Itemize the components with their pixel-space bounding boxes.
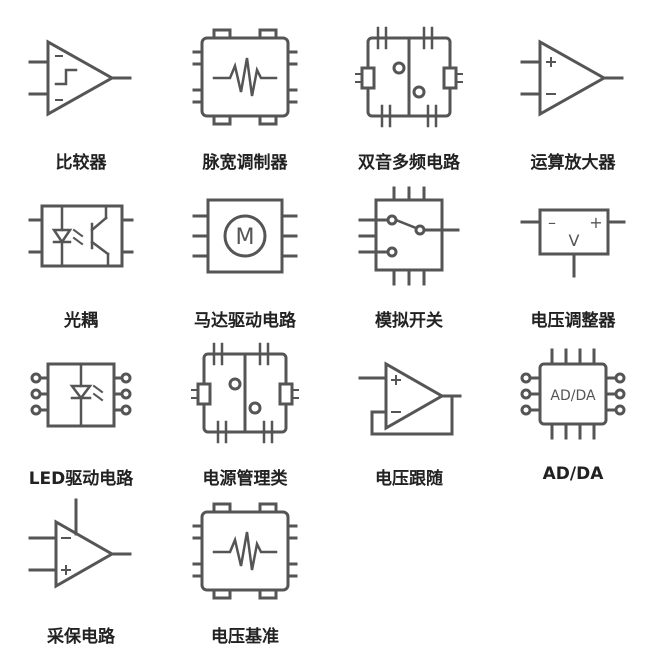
dtmf-icon bbox=[355, 26, 463, 128]
category-label: 电源管理类 bbox=[202, 469, 288, 489]
category-label: 采保电路 bbox=[47, 627, 115, 647]
regulator-minus: – bbox=[548, 213, 556, 232]
voltage-follower-icon bbox=[358, 361, 462, 436]
motor-driver-icon: M bbox=[192, 198, 298, 274]
category-motor-driver[interactable]: M 马达驱动电路 bbox=[170, 158, 320, 331]
category-pwm[interactable]: 脉宽调制器 bbox=[170, 0, 320, 173]
category-label: 光耦 bbox=[64, 311, 98, 331]
category-label: 电压调整器 bbox=[530, 311, 616, 331]
category-op-amp[interactable]: 运算放大器 bbox=[498, 0, 648, 173]
analog-switch-icon bbox=[358, 186, 460, 286]
voltage-regulator-icon: – V + bbox=[520, 208, 626, 278]
category-label: 马达驱动电路 bbox=[194, 311, 296, 331]
regulator-v: V bbox=[569, 231, 580, 250]
category-ad-da[interactable]: AD/DA AD/DA bbox=[498, 316, 648, 484]
category-label: 模拟开关 bbox=[375, 311, 443, 331]
comparator-icon bbox=[28, 39, 132, 117]
category-label: AD/DA bbox=[542, 464, 604, 484]
category-voltage-regulator[interactable]: – V + 电压调整器 bbox=[498, 158, 648, 331]
category-label: 运算放大器 bbox=[530, 153, 616, 173]
category-label: 电压基准 bbox=[211, 627, 279, 647]
regulator-plus: + bbox=[589, 213, 602, 232]
category-label: 双音多频电路 bbox=[358, 153, 460, 173]
power-management-icon bbox=[191, 342, 299, 444]
pwm-icon bbox=[192, 28, 298, 126]
optocoupler-icon bbox=[28, 204, 134, 268]
category-label: 脉宽调制器 bbox=[202, 153, 288, 173]
category-voltage-reference[interactable]: 电压基准 bbox=[170, 474, 320, 647]
led-driver-icon bbox=[30, 362, 132, 428]
category-label: LED驱动电路 bbox=[28, 469, 134, 489]
category-dtmf[interactable]: 双音多频电路 bbox=[334, 0, 484, 173]
motor-glyph: M bbox=[236, 225, 255, 250]
category-label: 电压跟随 bbox=[375, 469, 443, 489]
voltage-reference-icon bbox=[192, 502, 298, 600]
category-power-management[interactable]: 电源管理类 bbox=[170, 316, 320, 489]
ad-da-chip-text: AD/DA bbox=[550, 388, 596, 404]
category-sample-hold[interactable]: 采保电路 bbox=[6, 474, 156, 647]
ad-da-icon: AD/DA bbox=[520, 348, 626, 440]
category-optocoupler[interactable]: 光耦 bbox=[6, 158, 156, 331]
category-label: 比较器 bbox=[55, 153, 107, 173]
category-led-driver[interactable]: LED驱动电路 bbox=[6, 316, 156, 489]
category-voltage-follower[interactable]: 电压跟随 bbox=[334, 316, 484, 489]
sample-hold-icon bbox=[28, 498, 132, 589]
category-analog-switch[interactable]: 模拟开关 bbox=[334, 158, 484, 331]
category-comparator[interactable]: 比较器 bbox=[6, 0, 156, 173]
op-amp-icon bbox=[520, 39, 624, 117]
